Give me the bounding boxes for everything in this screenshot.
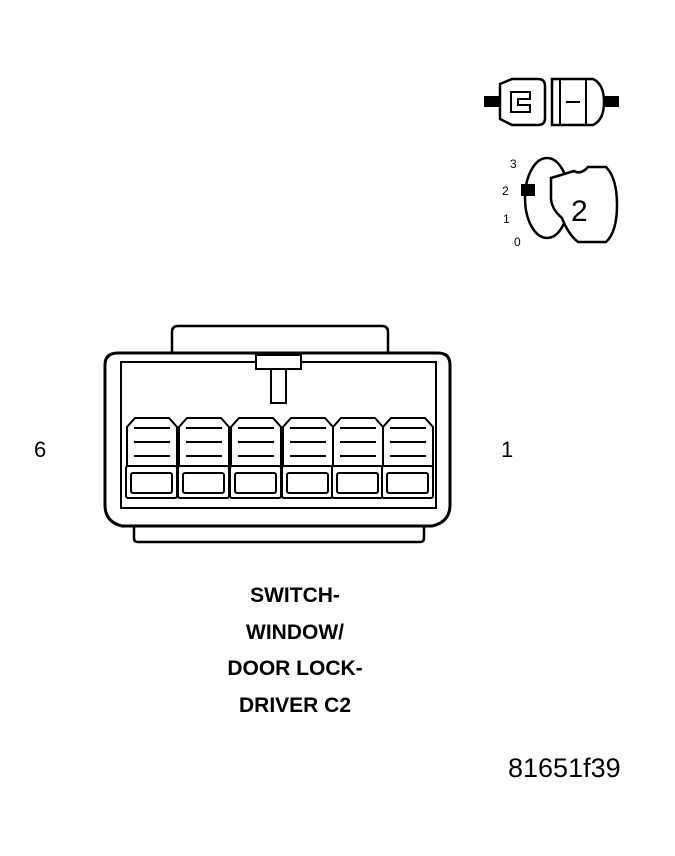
pin-label-left: 6 <box>34 437 47 462</box>
key-selected-position: 2 <box>571 195 588 228</box>
figure-id: 81651f39 <box>508 753 621 783</box>
terminal-cavity <box>229 417 282 499</box>
caption-line: DRIVER C2 <box>238 693 352 717</box>
terminal-cavity <box>381 417 434 499</box>
key-position-label: 1 <box>503 212 510 226</box>
terminal-cavity <box>281 417 334 499</box>
caption-line: WINDOW/ <box>246 620 344 644</box>
key-position-label: 0 <box>514 235 521 249</box>
caption-line: SWITCH- <box>250 584 340 607</box>
caption-line: DOOR LOCK- <box>227 657 363 680</box>
key-position-icon: 3 2 1 0 2 <box>502 156 619 249</box>
key-position-label: 3 <box>510 157 517 171</box>
pin-label-right: 1 <box>501 437 514 462</box>
terminal-cavity <box>177 417 230 499</box>
connector-caption: SWITCH- WINDOW/ DOOR LOCK- DRIVER C2 <box>195 578 395 724</box>
key-position-label: 2 <box>502 184 509 198</box>
terminal-cavity <box>125 417 178 499</box>
connector-mating-icon <box>484 77 619 127</box>
terminal-cavities <box>125 417 434 499</box>
terminal-cavity <box>331 417 384 499</box>
